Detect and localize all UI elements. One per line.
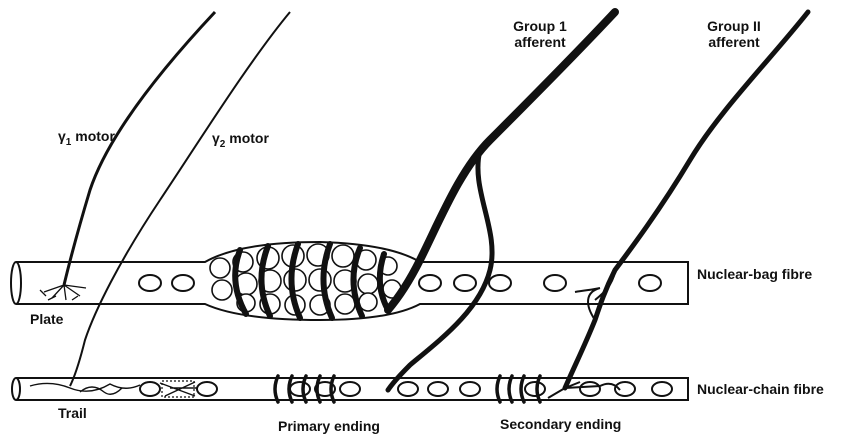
nucleus <box>139 275 161 291</box>
group2-line1: Group II <box>694 18 774 34</box>
plate-label: Plate <box>30 311 63 327</box>
plate-ending <box>40 285 86 300</box>
trail-ending <box>30 382 198 396</box>
gamma1-motor-label: γ1 motor <box>58 128 115 151</box>
nucleus <box>398 382 418 396</box>
nuclear-chain-fibre-label: Nuclear-chain fibre <box>697 381 824 397</box>
trail-label: Trail <box>58 405 87 421</box>
nucleus <box>489 275 511 291</box>
nuclear-chain-fibre-end <box>12 378 20 400</box>
secondary-ending-label: Secondary ending <box>500 416 621 432</box>
nucleus <box>340 382 360 396</box>
nucleus <box>290 382 310 396</box>
group1-line1: Group 1 <box>500 18 580 34</box>
nucleus <box>172 275 194 291</box>
primary-ending-label: Primary ending <box>278 418 380 434</box>
group2-afferent-label: Group II afferent <box>694 18 774 50</box>
gamma2-motor-fibre <box>70 12 290 386</box>
primary-ending-spirals-chain <box>275 376 334 402</box>
secondary-ending-spirals-chain <box>497 376 540 402</box>
nucleus <box>454 275 476 291</box>
group1-afferent-fibre <box>388 12 615 310</box>
group1-afferent-chain-branch <box>388 150 492 390</box>
group1-afferent-label: Group 1 afferent <box>500 18 580 50</box>
nucleus <box>544 275 566 291</box>
gamma2-motor-label: γ2 motor <box>212 130 269 153</box>
group2-afferent-fibre <box>565 12 808 388</box>
group2-line2: afferent <box>694 34 774 50</box>
nucleus <box>460 382 480 396</box>
nucleus <box>419 275 441 291</box>
nucleus <box>428 382 448 396</box>
nuclear-bag-fibre-end <box>11 262 21 304</box>
nucleus <box>652 382 672 396</box>
nucleus <box>580 382 600 396</box>
nucleus <box>140 382 160 396</box>
nuclear-bag-fibre-label: Nuclear-bag fibre <box>697 266 812 282</box>
nucleus <box>525 382 545 396</box>
group1-line2: afferent <box>500 34 580 50</box>
nucleus <box>197 382 217 396</box>
chain-fibre-nuclei <box>140 382 672 396</box>
nucleus <box>639 275 661 291</box>
